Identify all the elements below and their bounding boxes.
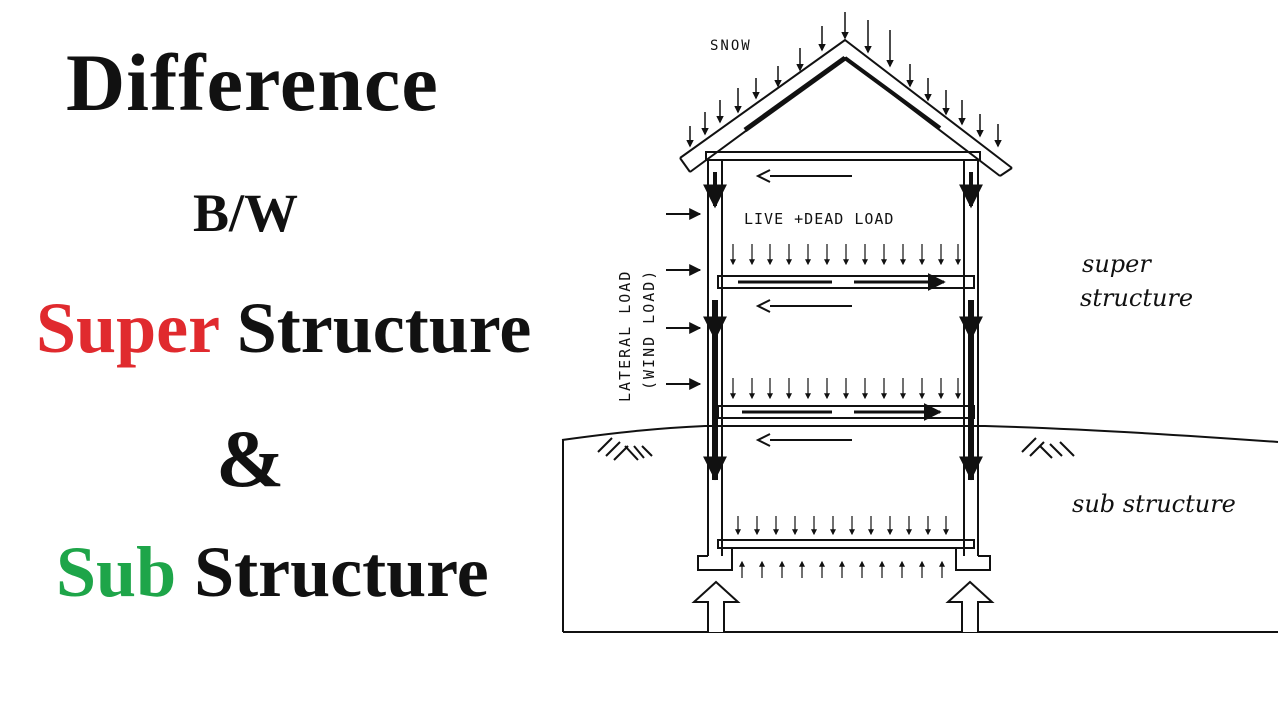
title-difference: Difference	[66, 37, 439, 128]
floor-load-arrows	[730, 244, 961, 536]
snow-arrows	[686, 12, 1002, 148]
super-structure-label-2: structure	[1080, 284, 1193, 312]
title-bw: B/W	[193, 183, 299, 243]
slabs	[705, 151, 981, 549]
roof	[679, 38, 1013, 177]
column-load-arrows	[703, 172, 983, 481]
sub-structure-label: sub structure	[1072, 490, 1236, 518]
sub-structure-word: Structure	[194, 532, 489, 612]
floor-shear-arrows	[738, 169, 946, 447]
title-panel: Difference B/W Super Structure & Sub Str…	[0, 0, 580, 720]
title-sub-structure: Sub Structure	[56, 536, 489, 608]
super-structure-word: Structure	[236, 288, 532, 368]
ground-line	[561, 425, 1279, 633]
sub-word: Sub	[56, 532, 177, 612]
soil-reaction-marks	[739, 560, 945, 578]
soil-hatch-left	[597, 437, 653, 461]
title-ampersand: &	[216, 413, 285, 504]
lateral-load-label: LATERAL LOAD	[616, 270, 634, 402]
soil-hatch-right	[1021, 437, 1075, 459]
foundation-reaction-arrows	[691, 580, 995, 632]
super-word: Super	[36, 288, 219, 368]
title-super-structure: Super Structure	[36, 292, 531, 364]
super-structure-label-1: super	[1082, 250, 1152, 278]
live-dead-load-label: LIVE +DEAD LOAD	[744, 210, 894, 228]
snow-label: SNOW	[710, 38, 752, 54]
wind-load-label: (WIND LOAD)	[640, 269, 658, 390]
footings	[697, 548, 991, 571]
lateral-load-arrows	[666, 208, 702, 390]
